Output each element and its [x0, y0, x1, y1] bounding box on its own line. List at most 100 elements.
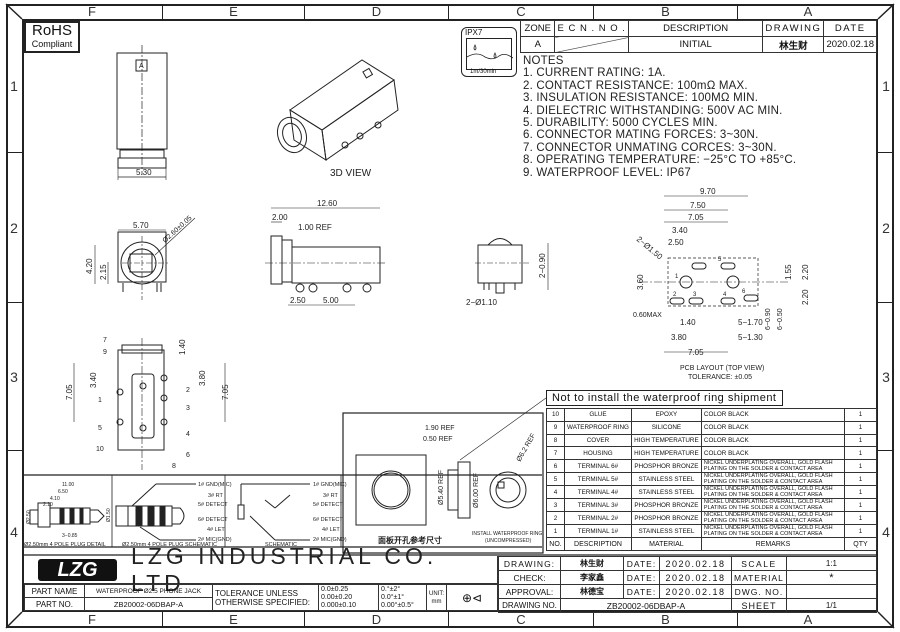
- tolerance-value: 0.00±0.20: [321, 593, 353, 601]
- dim-text: 3.40: [672, 226, 688, 235]
- bom-material: STAINLESS STEEL: [630, 472, 702, 487]
- zone-label: 4: [10, 523, 18, 540]
- bom-remarks: COLOR BLACK: [700, 433, 846, 448]
- bom-qty: 1: [844, 498, 877, 513]
- drawing-by: 林生财: [560, 556, 624, 571]
- dim-text: 11.00: [62, 482, 74, 488]
- ipx-footer: 1m/30min: [470, 69, 497, 75]
- zone-label: 1: [878, 19, 894, 153]
- bom-remarks: NICKEL UNDERPLATING OVERALL, GOLD FLASH …: [700, 498, 846, 513]
- dim-text: 1.40: [178, 339, 187, 355]
- bom-header-material: MATERIAL: [630, 537, 702, 551]
- zone-label: F: [22, 4, 163, 19]
- date-label: DATE:: [623, 570, 660, 585]
- material-label: MATERIAL: [731, 570, 787, 585]
- dim-text: 7.05: [221, 384, 230, 400]
- dim-text: Ø5.40 REF: [438, 470, 445, 505]
- bom-qty: 1: [844, 433, 877, 448]
- pin-name: 5# DETECT: [198, 502, 228, 508]
- zone-label: B: [594, 4, 738, 19]
- bom-header-qty: QTY: [844, 537, 877, 551]
- bom-remarks: COLOR BLACK: [700, 420, 846, 435]
- bom-banner: Not to install the waterproof ring shipm…: [546, 390, 783, 406]
- bom-remarks: NICKEL UNDERPLATING OVERALL, GOLD FLASH …: [700, 459, 846, 474]
- material-value: *: [785, 570, 878, 585]
- bom-no: 9: [546, 420, 565, 435]
- bom-no: 1: [546, 524, 565, 539]
- zone-strip-left: 1 2 3 4: [6, 19, 22, 612]
- zone-label: 2: [6, 153, 22, 303]
- callout-number: 1: [98, 397, 102, 404]
- date-label: DATE:: [623, 556, 660, 571]
- bom-material: EPOXY: [630, 408, 702, 422]
- bom-description: TERMINAL 5#: [564, 472, 632, 487]
- schematic-drawing: [237, 483, 310, 541]
- dim-text: 3.60: [636, 274, 645, 290]
- bom-qty: 1: [844, 524, 877, 539]
- zone-label: 3: [6, 303, 22, 451]
- bom-remarks: NICKEL UNDERPLATING OVERALL, GOLD FLASH …: [700, 472, 846, 487]
- date-value: 2020.02.18: [659, 584, 732, 599]
- check-label: CHECK:: [498, 570, 561, 585]
- approval-table: DRAWING: 林生财 DATE: 2020.02.18 SCALE 1:1 …: [498, 556, 878, 613]
- pin-label: 4: [723, 292, 727, 298]
- date-label: DATE:: [623, 584, 660, 599]
- dim-text: 3−0.85: [62, 533, 78, 539]
- tolerance-value: 0.000±0.10: [321, 601, 356, 609]
- callout-number: 9: [103, 349, 107, 356]
- rohs-badge: RoHS Compliant: [24, 21, 80, 53]
- panel-cutout-drawing: [355, 454, 527, 526]
- schematic-caption: SCHEMATIC: [265, 542, 297, 548]
- dim-text: 3.80: [198, 370, 207, 386]
- note-item: 7. CONNECTOR UNMATING CORCES: 3~30N.: [523, 141, 777, 154]
- pin-label: 1: [675, 274, 679, 280]
- dim-text: Ø6.2 REF: [516, 433, 538, 463]
- bom-header-remarks: REMARKS: [700, 537, 846, 551]
- bom-description: GLUE: [564, 408, 632, 422]
- pin-name: 3# RT: [323, 493, 339, 499]
- tolerance-label-line: OTHERWISE SPECIFIED:: [215, 597, 310, 607]
- bom-no: 4: [546, 485, 565, 500]
- revision-row: A INITIAL 林生财 2020.02.18: [519, 36, 877, 53]
- dim-text: 0.50 REF: [423, 436, 453, 443]
- tolerance-value: 0.0°±1°: [381, 593, 405, 601]
- zone-strip-top: F E D C B A: [22, 4, 878, 19]
- unit-value: mm: [431, 598, 442, 605]
- bom-material: HIGH TEMPERATURE: [630, 433, 702, 448]
- bom-remarks: COLOR BLACK: [700, 446, 846, 461]
- bom-no: 3: [546, 498, 565, 513]
- dim-text: 1.00 REF: [298, 223, 332, 232]
- dim-text: 2.50: [668, 238, 684, 247]
- bom-no: 5: [546, 472, 565, 487]
- zone-label: A: [803, 612, 813, 627]
- sheet-value: 1/1: [785, 598, 878, 613]
- dim-text: 5.00: [323, 296, 339, 305]
- dim-text: 3.80: [671, 333, 687, 342]
- bom-qty: 1: [844, 511, 877, 526]
- dim-text: 7.05: [688, 213, 704, 222]
- bom-material: STAINLESS STEEL: [630, 485, 702, 500]
- dim-text: 2.15: [99, 264, 108, 280]
- zone-label: A: [803, 4, 813, 19]
- dwg-no-value: [785, 584, 878, 599]
- dim-text: 2.00: [272, 213, 288, 222]
- panel-cutout-frame: [342, 412, 544, 554]
- dim-text: 5.70: [133, 221, 149, 230]
- bom-description: COVER: [564, 433, 632, 448]
- dim-text: 4.20: [85, 258, 94, 274]
- callout-number: 8: [172, 463, 176, 470]
- dim-text: 7.05: [688, 348, 704, 357]
- bom-no: 7: [546, 446, 565, 461]
- zone-label: D: [305, 612, 449, 627]
- notes-block: NOTES 1. CURRENT RATING: 1A. 2. CONTACT …: [523, 55, 796, 179]
- zone-label: 3: [878, 303, 894, 451]
- note-item: 4. DIELECTRIC WITHSTANDING: 500V AC MIN.: [523, 104, 783, 117]
- dim-text: 9.70: [700, 187, 716, 196]
- approval-by: 林德宝: [560, 584, 624, 599]
